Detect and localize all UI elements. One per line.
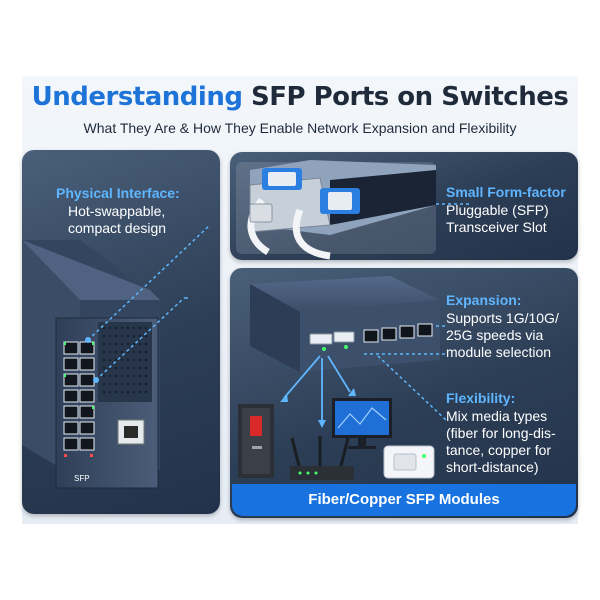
flexibility-line-1: Mix media types [446, 408, 548, 424]
monitor-illustration [332, 398, 392, 449]
flexibility-line-2: (fiber for long-dis- [446, 425, 556, 441]
flexibility-line-4: short-distance) [446, 459, 539, 475]
desktop-switch-illustration [250, 276, 447, 428]
title-highlight: Understanding [31, 82, 243, 112]
router-illustration [290, 436, 354, 480]
small-form-heading: Small Form-factor [446, 184, 566, 200]
expansion-line-2: 25G speeds via [446, 327, 544, 343]
page-title: Understanding SFP Ports on Switches [0, 82, 600, 112]
page-subtitle: What They Are & How They Enable Network … [83, 120, 517, 136]
physical-line-2: compact design [68, 220, 167, 236]
small-form-line-2: Transceiver Slot [446, 219, 547, 235]
pc-tower-illustration [238, 404, 274, 478]
storage-device-illustration [383, 445, 435, 479]
sfp-module-illustration [236, 160, 436, 260]
sfp-modules-banner: Fiber/Copper SFP Modules [232, 484, 576, 516]
expansion-line-3: module selection [446, 344, 552, 360]
expansion-line-1: Supports 1G/10G/ [446, 310, 559, 326]
expansion-heading: Expansion: [446, 292, 522, 308]
rack-switch-illustration [22, 224, 211, 489]
flexibility-heading: Flexibility: [446, 390, 516, 406]
physical-heading: Physical Interface: [56, 185, 180, 201]
physical-line-1: Hot-swappable, [68, 203, 166, 219]
flexibility-line-3: tance, copper for [446, 442, 552, 458]
title-rest: SFP Ports on Switches [251, 82, 569, 112]
small-form-line-1: Pluggable (SFP) [446, 202, 549, 218]
switch-sfp-label: SFP [74, 474, 90, 483]
